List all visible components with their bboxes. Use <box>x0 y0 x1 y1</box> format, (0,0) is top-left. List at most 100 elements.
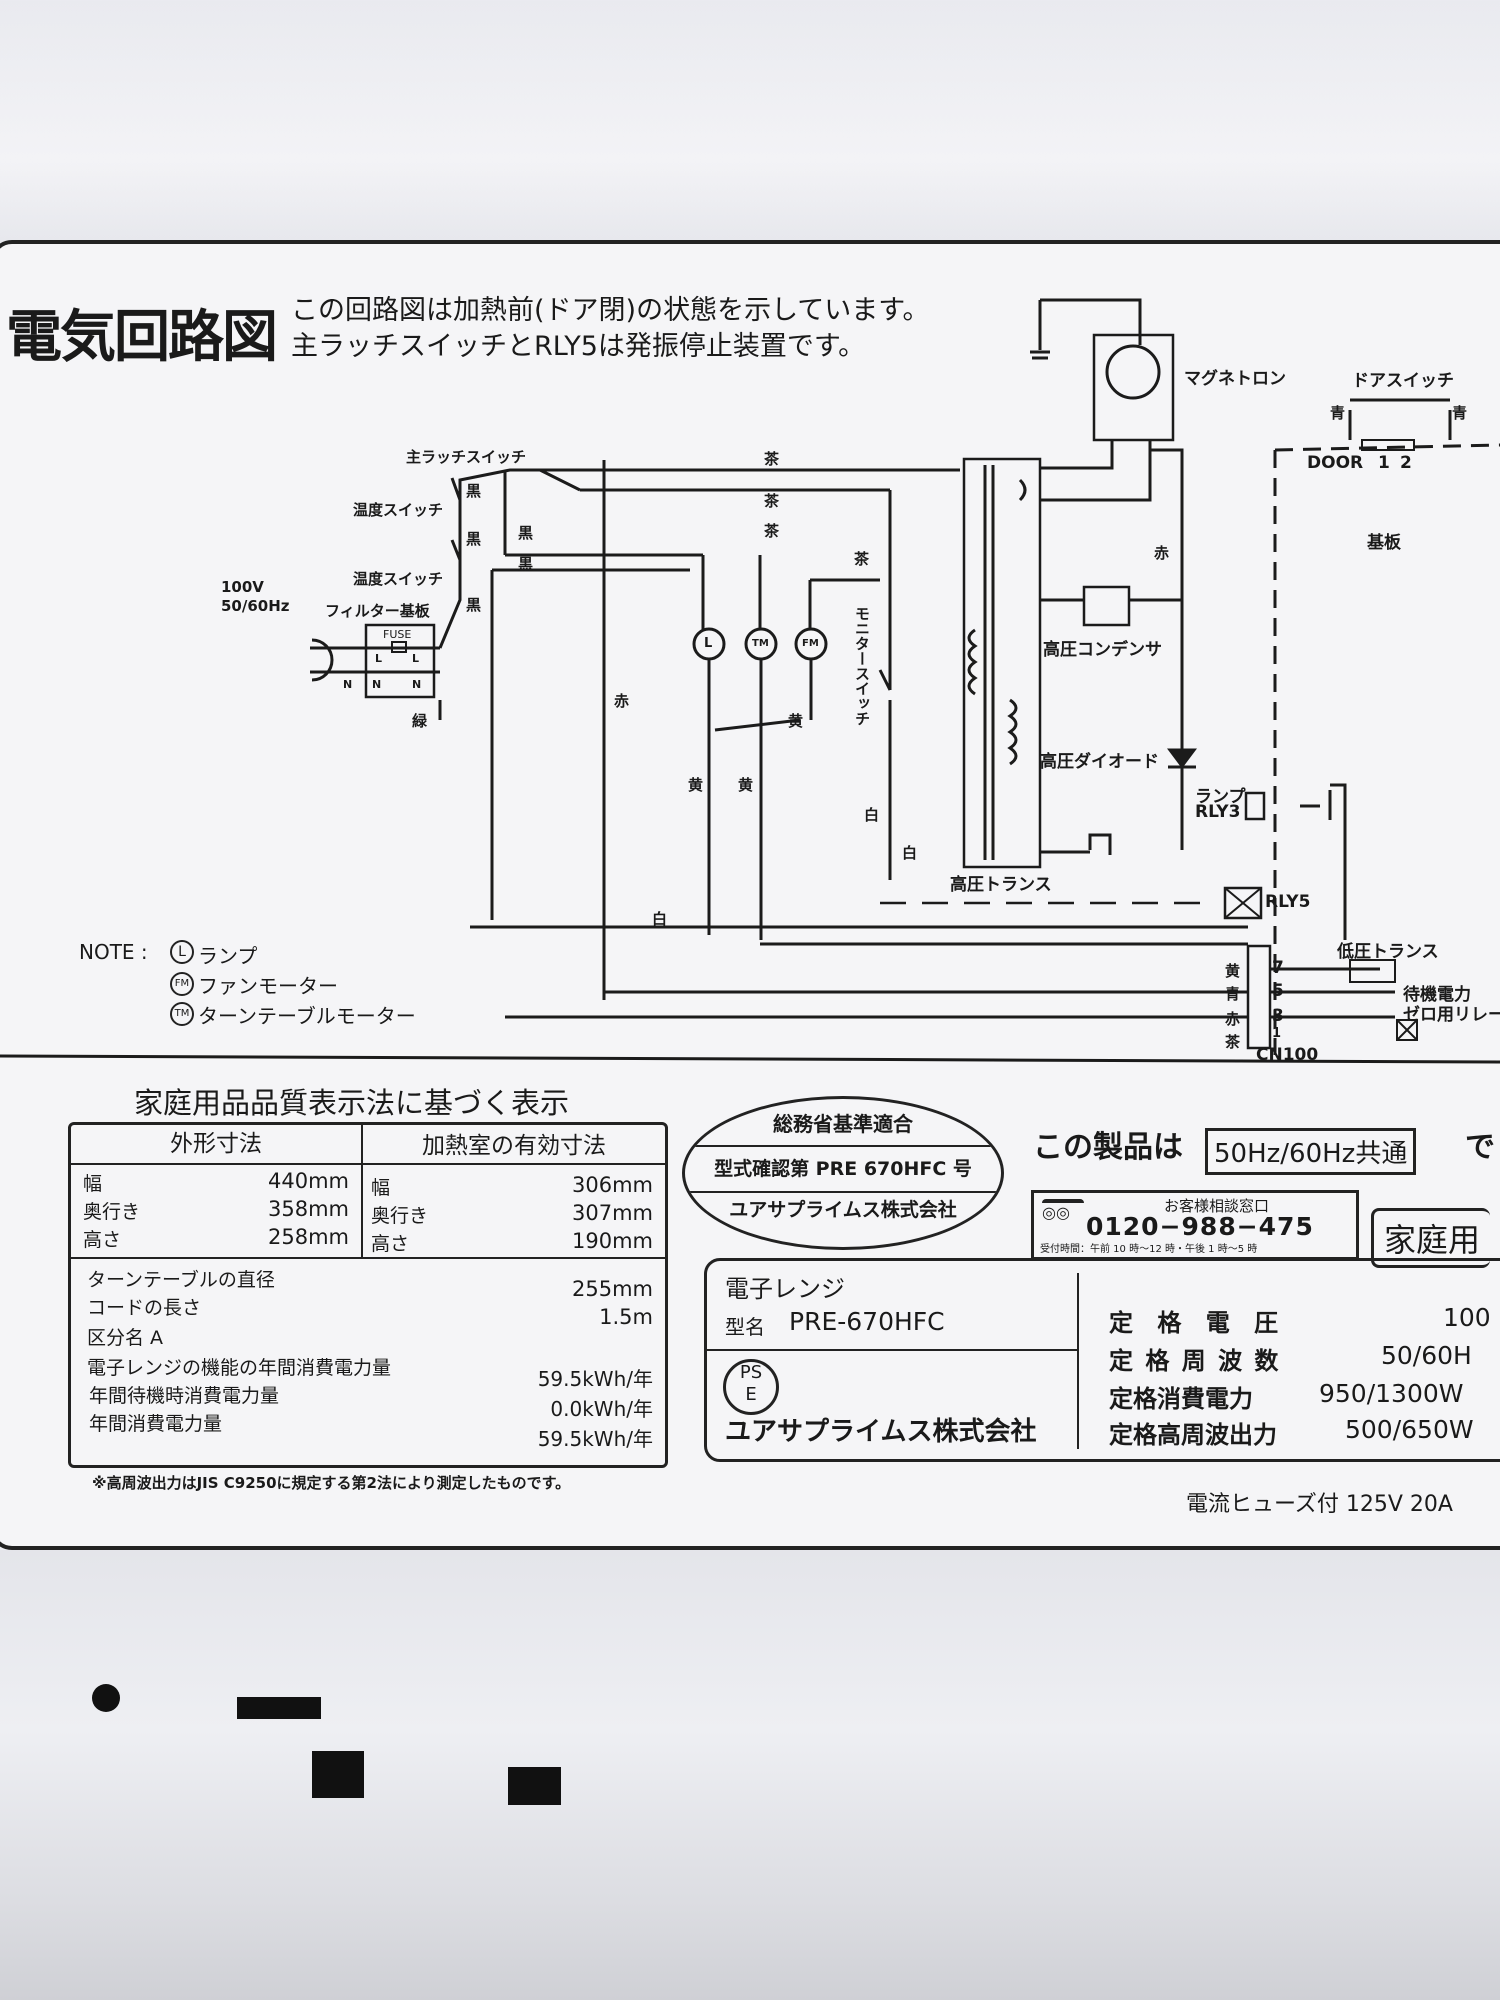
inner-label: 幅 <box>371 1177 391 1199</box>
note-symbol: FM <box>170 972 194 996</box>
cert-line-3: ユアサプライムス株式会社 <box>729 1199 957 1221</box>
lamp-relay-label: ランプ <box>1195 787 1246 807</box>
standby-relay-label-1: 待機電力 <box>1403 985 1471 1005</box>
wire-color-label: 黒 <box>518 524 534 542</box>
frequency-prefix: この製品は <box>1033 1130 1183 1165</box>
frequency-boxed: 50Hz/60Hz共通 <box>1205 1128 1417 1175</box>
vent-square <box>508 1767 561 1805</box>
filter-board-box <box>364 623 436 699</box>
door-connector-label: DOOR <box>1307 453 1364 473</box>
wire-color-label: 黒 <box>518 555 534 573</box>
pse-mark: PS E <box>723 1359 779 1415</box>
pin-color: 青 <box>1225 985 1241 1003</box>
standby-relay-label-2: ゼロ用リレー <box>1403 1005 1500 1025</box>
product-name: 電子レンジ <box>725 1275 845 1303</box>
lv-transformer-label: 低圧トランス <box>1337 942 1439 962</box>
rly5-label: RLY5 <box>1265 892 1311 912</box>
spec-value: 0.0kWh/年 <box>550 1397 653 1421</box>
diagram-note-2: 主ラッチスイッチとRLY5は発振停止装置です。 <box>291 331 866 362</box>
inner-value: 307mm <box>572 1201 653 1225</box>
supply-frequency: 50/60Hz <box>221 597 290 615</box>
main-latch-switch-label: 主ラッチスイッチ <box>406 448 527 466</box>
connector-label: CN100 <box>1256 1045 1319 1065</box>
vent-hole-round <box>92 1684 120 1712</box>
rating-label <box>0 240 1500 1550</box>
cavity-dimensions-header: 加熱室の有効寸法 <box>363 1125 665 1165</box>
terminal-l: L <box>375 652 383 665</box>
rating-label: 定格消費電力 <box>1109 1385 1253 1413</box>
spec-label: 区分名 A <box>87 1327 164 1349</box>
support-phone: 0120−988−475 <box>1086 1212 1314 1241</box>
frequency-suffix: で <box>1465 1130 1495 1165</box>
inner-value: 306mm <box>572 1173 653 1197</box>
spec-value: 255mm <box>572 1277 653 1301</box>
rating-box: 電子レンジ 型名 PRE-670HFC PS E ユアサプライムス株式会社 定 … <box>704 1258 1500 1462</box>
pse-bottom: E <box>745 1384 757 1405</box>
vent-square <box>312 1751 364 1798</box>
inner-value: 190mm <box>572 1229 653 1253</box>
wire-color-label: 黄 <box>688 776 704 794</box>
appliance-casing <box>0 1550 1500 2000</box>
secondary-coil <box>1007 698 1018 766</box>
inner-label: 奥行き <box>371 1205 429 1227</box>
manufacturer: ユアサプライムス株式会社 <box>725 1417 1037 1447</box>
terminal-l: L <box>412 652 420 665</box>
outer-label: 高さ <box>83 1229 122 1251</box>
wire-color-label: 茶 <box>764 450 780 468</box>
pin-number: 3 <box>1272 1006 1284 1026</box>
outer-value: 440mm <box>268 1169 349 1193</box>
outer-label: 幅 <box>83 1173 103 1195</box>
rating-label: 定 格 周 波 数 <box>1109 1347 1281 1375</box>
household-badge: 家庭用 <box>1371 1208 1491 1268</box>
fan-motor-symbol: FM <box>802 638 819 649</box>
inner-label: 高さ <box>371 1233 410 1255</box>
diagram-note-1: この回路図は加熱前(ドア閉)の状態を示しています。 <box>291 295 930 326</box>
note-heading: NOTE : <box>79 940 148 964</box>
terminal-n: N <box>343 678 353 691</box>
spec-label: ターンテーブルの直径 <box>87 1269 275 1291</box>
rly3-icon <box>1244 791 1266 821</box>
pin-color: 黄 <box>1225 962 1241 980</box>
support-box: ◎◎ お客様相談窓口 0120−988−475 受付時間：午前 10 時〜12 … <box>1031 1190 1359 1260</box>
pin-color: 赤 <box>1225 1010 1241 1028</box>
note-symbol: L <box>170 940 194 964</box>
spec-label: 電子レンジの機能の年間消費電力量 <box>87 1357 392 1379</box>
primary-coil <box>967 628 978 696</box>
wire-color-label: 茶 <box>854 550 870 568</box>
standby-relay-icon <box>1396 1019 1418 1041</box>
door-wire-color: 青 <box>1452 404 1468 422</box>
outer-value: 258mm <box>268 1225 349 1249</box>
terminal-n: N <box>412 678 422 691</box>
spec-value: 1.5m <box>599 1305 653 1329</box>
magnetron-label: マグネトロン <box>1184 369 1286 389</box>
cn100-connector <box>1246 944 1272 1050</box>
wire-color-label: 白 <box>652 910 668 928</box>
turntable-motor-symbol: TM <box>752 638 769 649</box>
diagram-title: 電気回路図 <box>6 305 278 370</box>
filter-board-label: フィルター基板 <box>325 602 430 620</box>
rating-value: 500/650W <box>1345 1415 1474 1444</box>
rating-value: 50/60H <box>1381 1341 1472 1370</box>
divider <box>707 1349 1077 1351</box>
wire-color-label: 白 <box>902 844 918 862</box>
hv-capacitor-icon <box>1082 585 1131 627</box>
model-number: PRE-670HFC <box>789 1307 945 1336</box>
support-title: お客様相談窓口 <box>1164 1197 1270 1215</box>
supply-voltage: 100V <box>221 578 264 596</box>
cert-line-1: 総務省基準適合 <box>685 1099 1001 1147</box>
quality-heading: 家庭用品品質表示法に基づく表示 <box>134 1086 570 1120</box>
spec-label: 年間消費電力量 <box>89 1413 223 1435</box>
vent-slot <box>237 1697 321 1719</box>
pin-number: 5 <box>1272 981 1284 1001</box>
wire-color-label: 黒 <box>466 530 482 548</box>
door-switch-label: ドアスイッチ <box>1352 371 1454 391</box>
table-divider <box>71 1257 665 1259</box>
pin-color: 茶 <box>1225 1033 1241 1051</box>
hv-diode-label: 高圧ダイオード <box>1040 752 1159 772</box>
note-symbol: TM <box>170 1002 194 1026</box>
free-dial-icon: ◎◎ <box>1042 1199 1084 1225</box>
divider <box>1077 1273 1079 1449</box>
outer-dimensions-header: 外形寸法 <box>71 1125 363 1165</box>
note-text: ファンモーター <box>198 974 338 998</box>
monitor-switch-label: モニタースイッチ <box>853 606 871 726</box>
